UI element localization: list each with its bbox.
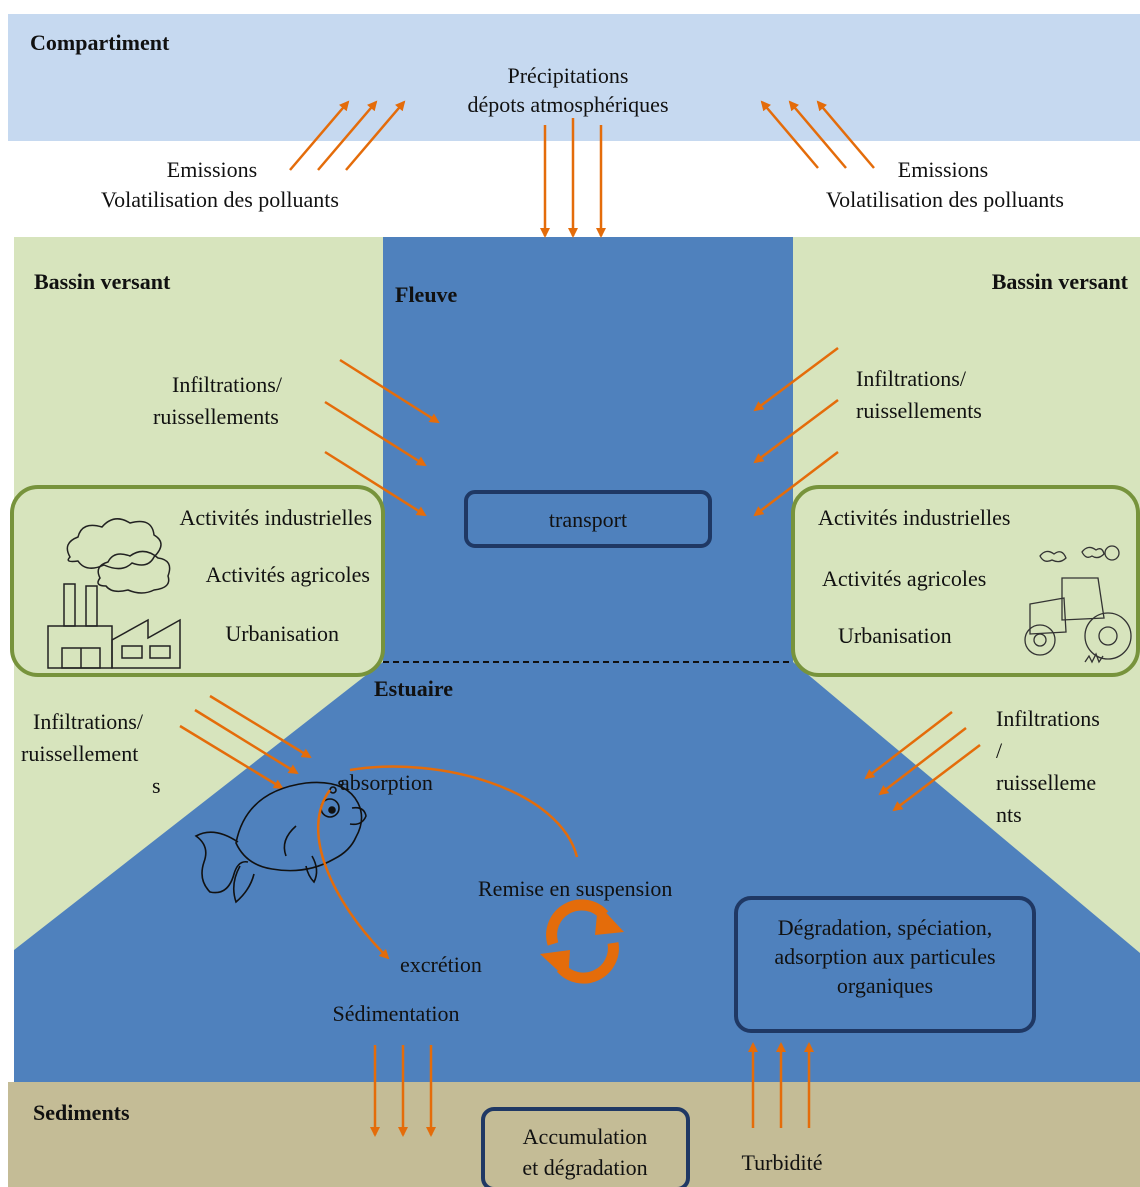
activity-left-agricultural: Activités agricoles [206, 562, 370, 587]
sun-icon [1104, 545, 1120, 561]
runoff-arrow [753, 346, 839, 412]
estuary-runoff-arrows-left [179, 694, 312, 790]
estuary-runoff-right-line1: Infiltrations [996, 706, 1100, 731]
tractor-front-wheel-icon [1024, 624, 1056, 656]
runoff-arrow [753, 451, 839, 517]
emission-arrow [345, 100, 406, 171]
emission-arrows-right [760, 100, 875, 169]
activities-left-panel [10, 485, 385, 677]
absorption-label: absorption [340, 770, 433, 795]
runoff-arrow [179, 724, 284, 790]
estuary-runoff-left-line1: Infiltrations/ [33, 709, 144, 734]
estuary-runoff-right-line3: ruisselleme [996, 770, 1096, 795]
smoke-cloud-icon [66, 518, 162, 570]
activity-right-agricultural: Activités agricoles [822, 566, 986, 591]
watershed-right-label: Bassin versant [992, 269, 1129, 294]
sedimentation-label: Sédimentation [332, 1001, 459, 1026]
runoff-arrow [753, 398, 839, 464]
degradation-line2: adsorption aux particules [774, 944, 995, 969]
emission-arrow [760, 100, 819, 169]
emission-arrow [788, 100, 847, 169]
sediment-band [8, 1082, 1140, 1187]
emission-arrow [816, 100, 875, 169]
precipitation-arrows [540, 118, 606, 238]
turbidity-arrows [748, 1042, 814, 1128]
emission-arrows-left [289, 100, 406, 171]
sedimentation-arrows [370, 1045, 436, 1137]
activity-left-urban: Urbanisation [225, 621, 339, 646]
transport-box [464, 490, 712, 548]
runoff-arrow [339, 358, 440, 424]
bubble-icon [338, 780, 344, 786]
tractor-cab-icon [1061, 577, 1105, 621]
runoff-right-line2: ruissellements [856, 398, 982, 423]
runoff-arrow [194, 708, 299, 775]
fish-tail-icon [194, 831, 249, 894]
activity-right-industrial: Activités industrielles [818, 505, 1010, 530]
estuary-label: Estuaire [374, 676, 453, 701]
sediments-label: Sediments [33, 1100, 130, 1125]
activities-right-panel [791, 485, 1140, 677]
watershed-left-label: Bassin versant [34, 269, 171, 294]
degradation-box [734, 896, 1036, 1033]
runoff-right-line1: Infiltrations/ [856, 366, 967, 391]
cycle-arrowhead [540, 950, 570, 980]
degradation-line1: Dégradation, spéciation, [778, 915, 992, 940]
emissions-left-line2: Volatilisation des polluants [101, 187, 339, 212]
tractor-hood-icon [1029, 597, 1067, 635]
activity-right-urban: Urbanisation [838, 623, 952, 648]
runoff-arrow [324, 400, 427, 467]
estuary-runoff-left-line3: s [152, 773, 161, 798]
estuary-runoff-right-line2: / [996, 738, 1003, 763]
accumulation-line2: et dégradation [522, 1155, 647, 1180]
resuspension-label: Remise en suspension [478, 876, 672, 901]
estuary-runoff-left-line2: ruissellement [21, 741, 138, 766]
fish-mouth-icon [349, 806, 367, 826]
accumulation-box [481, 1107, 690, 1187]
factory-window-icon [121, 645, 143, 659]
resuspension-cycle-icon [546, 899, 619, 984]
factory-window-icon [149, 645, 171, 659]
runoff-arrow [878, 727, 967, 796]
factory-illustration [47, 518, 181, 669]
atmosphere-label: Compartiment [30, 30, 170, 55]
tractor-rear-wheel-icon [1084, 612, 1132, 660]
runoff-arrows-right [753, 346, 839, 517]
river-label: Fleuve [395, 282, 458, 307]
excretion-arc [316, 789, 390, 960]
activity-left-industrial: Activités industrielles [180, 505, 372, 530]
precipitation-label-line2: dépots atmosphériques [467, 92, 668, 117]
tractor-illustration [1024, 545, 1132, 664]
accumulation-line1: Accumulation [523, 1124, 648, 1149]
factory-sawtooth-roof-icon [111, 618, 181, 669]
emission-arrow [289, 100, 350, 171]
estuary-runoff-right-line4: nts [996, 802, 1022, 827]
excretion-label: excrétion [400, 952, 482, 977]
emission-arrow [317, 100, 378, 171]
runoff-left-line1: Infiltrations/ [172, 372, 283, 397]
degradation-line3: organiques [837, 973, 933, 998]
runoff-arrow [864, 711, 953, 780]
runoff-arrow [209, 694, 312, 759]
cycle-arrowhead [595, 904, 624, 935]
runoff-arrow [324, 450, 427, 517]
fish-illustration [194, 780, 367, 904]
transport-label: transport [549, 507, 627, 532]
smoke-cloud-icon [97, 550, 171, 594]
emissions-right-line1: Emissions [898, 157, 988, 182]
turbidity-label: Turbidité [741, 1150, 822, 1175]
runoff-arrows-left [324, 358, 440, 517]
precipitation-label-line1: Précipitations [508, 63, 629, 88]
runoff-arrow [892, 744, 981, 812]
emissions-left-line1: Emissions [167, 157, 257, 182]
absorption-arc [349, 765, 579, 858]
estuary-runoff-arrows-right [864, 711, 981, 812]
runoff-left-line2: ruissellements [153, 404, 279, 429]
emissions-right-line2: Volatilisation des polluants [826, 187, 1064, 212]
fish-body-icon [235, 781, 363, 872]
